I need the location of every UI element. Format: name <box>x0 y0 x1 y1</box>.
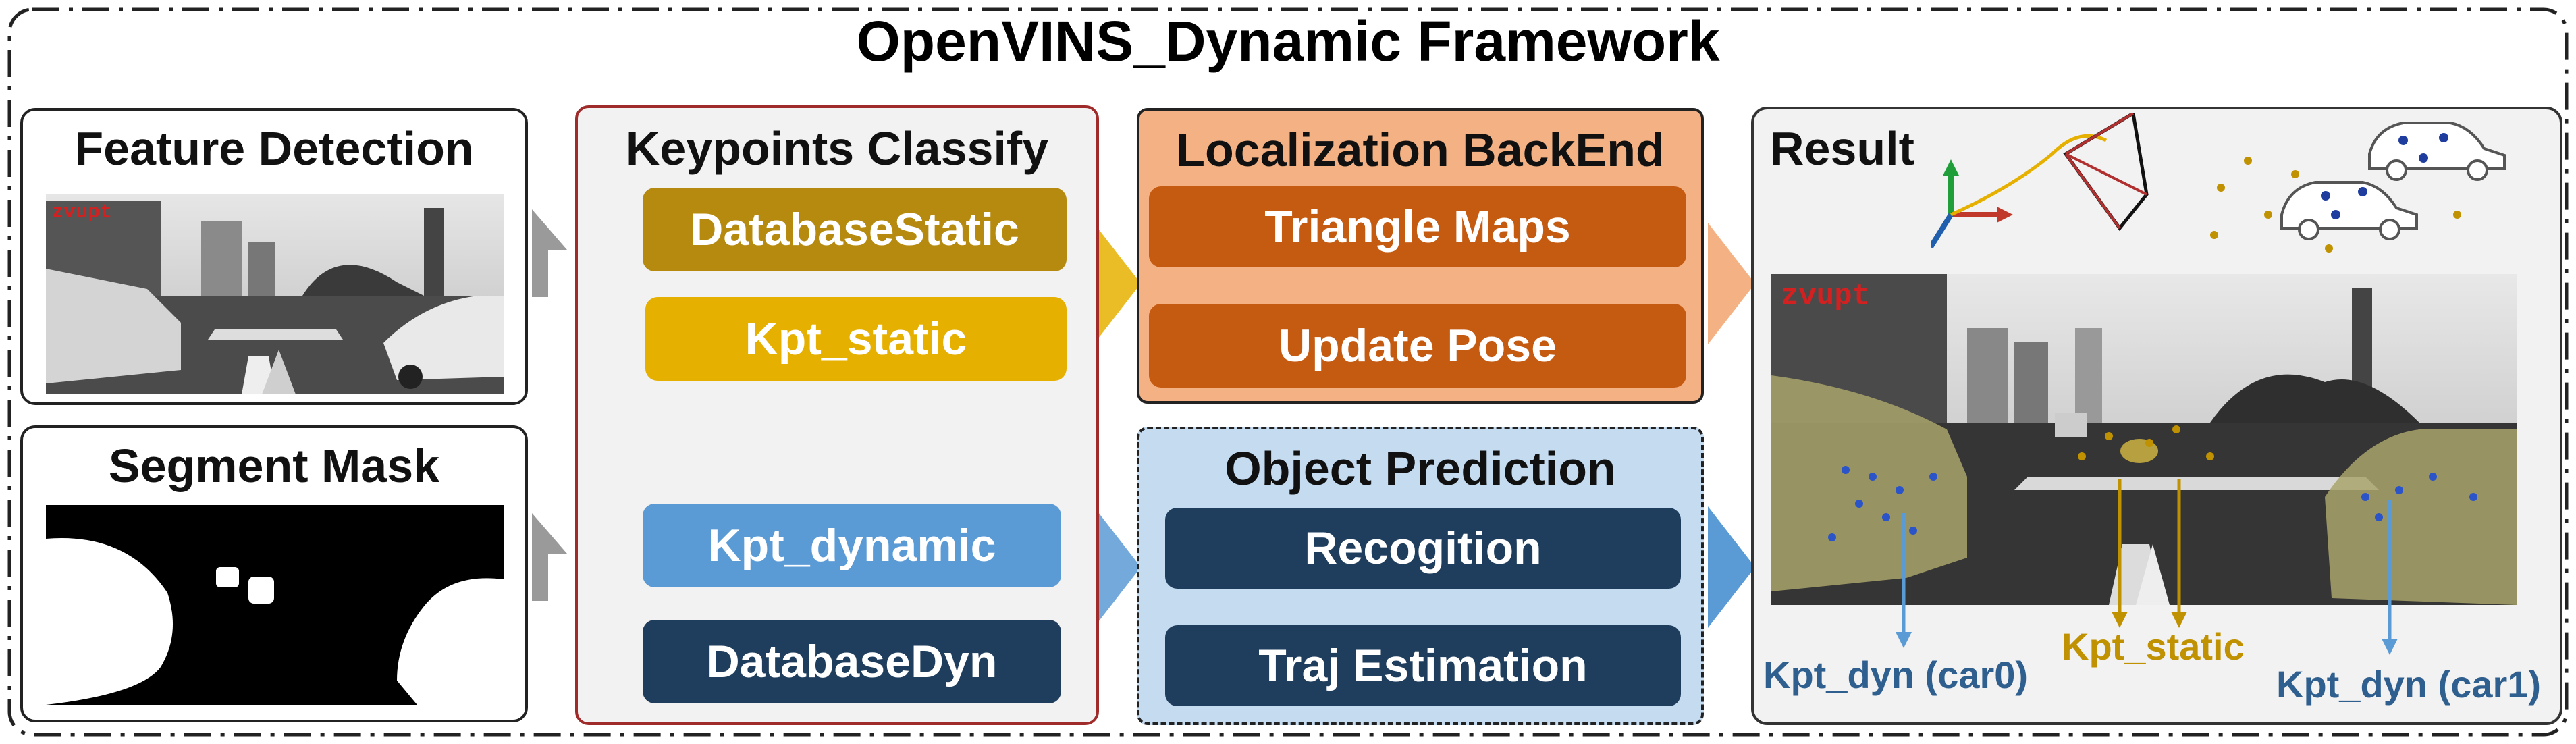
outer-frame <box>7 7 2569 737</box>
traj-estimation-box: Traj Estimation <box>1165 625 1681 706</box>
feature-detection-image: zvupt <box>46 194 504 394</box>
keypoints-classify-title: Keypoints Classify <box>625 122 1049 175</box>
result-illustration <box>1931 113 2506 253</box>
arrow-feature-to-classify <box>532 209 567 297</box>
arrow-backend-to-result <box>1708 223 1755 344</box>
feature-detection-title: Feature Detection <box>74 122 474 175</box>
arrow-static-to-backend <box>1094 223 1141 344</box>
object-prediction-title: Object Prediction <box>1225 442 1616 495</box>
recognition-box: Recogition <box>1165 508 1681 589</box>
arrow-dynamic-to-prediction <box>1094 506 1141 628</box>
result-overlay-text: zvupt <box>1781 280 1870 313</box>
database-dyn-box: DatabaseDyn <box>643 620 1061 703</box>
database-static-box: DatabaseStatic <box>643 188 1067 271</box>
feature-overlay-text: zvupt <box>51 201 112 224</box>
segment-mask-panel: Segment Mask <box>20 425 528 722</box>
segment-mask-image <box>46 505 504 705</box>
label-kpt-static: Kpt_static <box>2062 625 2245 668</box>
result-title: Result <box>1770 122 1914 175</box>
feature-detection-panel: Feature Detection zvupt <box>20 108 528 405</box>
label-kpt-dyn-car0: Kpt_dyn (car0) <box>1763 654 2029 696</box>
arrow-prediction-to-result <box>1708 506 1755 628</box>
result-annotation-arrows <box>1896 479 2398 655</box>
update-pose-box: Update Pose <box>1149 304 1686 388</box>
arrow-mask-to-classify <box>532 513 567 601</box>
segment-mask-title: Segment Mask <box>108 440 440 492</box>
result-image: zvupt <box>1771 274 2517 605</box>
label-kpt-dyn-car1: Kpt_dyn (car1) <box>2276 663 2542 706</box>
kpt-dynamic-box: Kpt_dynamic <box>643 504 1061 587</box>
kpt-static-box: Kpt_static <box>645 297 1067 381</box>
localization-backend-title: Localization BackEnd <box>1176 124 1665 176</box>
triangle-maps-box: Triangle Maps <box>1149 186 1686 267</box>
diagram-title: OpenVINS_Dynamic Framework <box>856 9 1720 73</box>
